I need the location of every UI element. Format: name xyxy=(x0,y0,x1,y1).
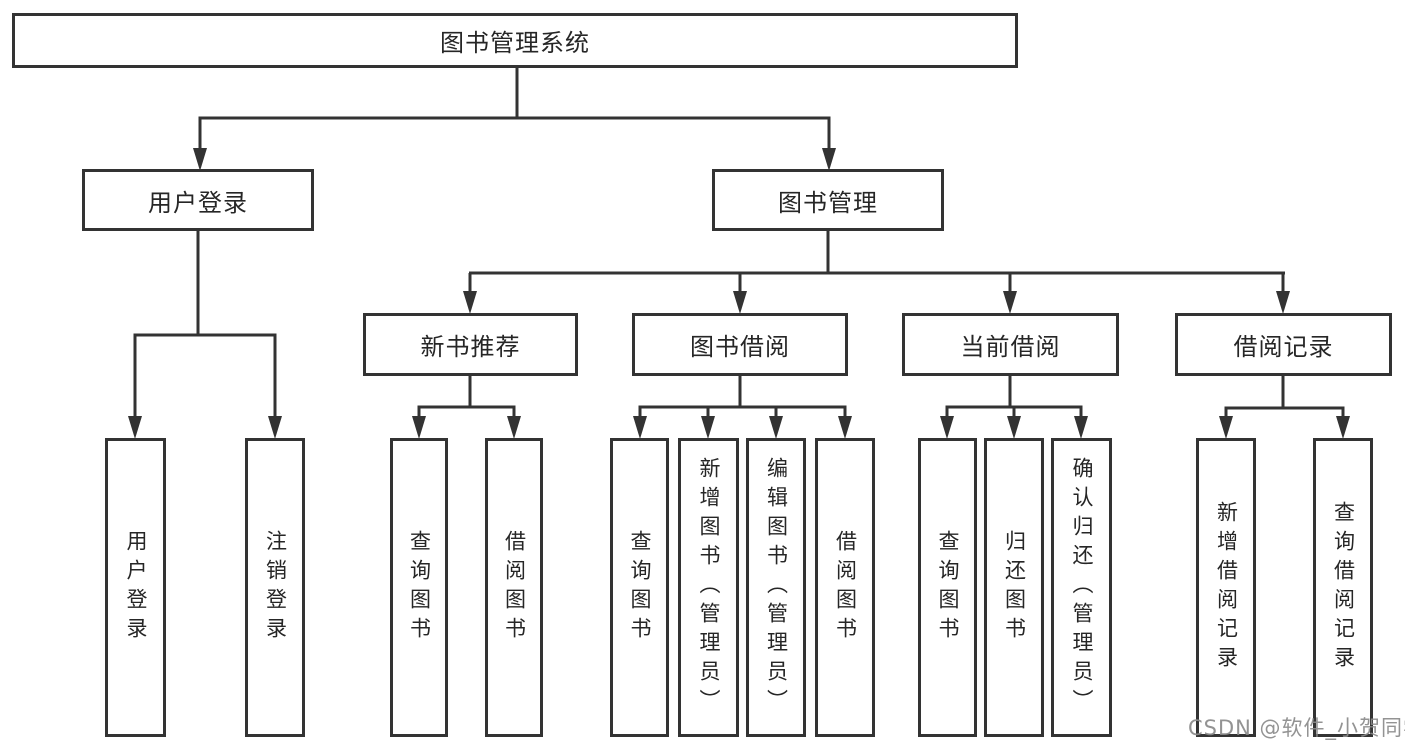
node-new-book-recommend: 新书推荐 xyxy=(363,313,578,376)
leaf-nbr-borrow-book-label: 借阅图书 xyxy=(502,529,527,646)
edges-new-book-recommend xyxy=(412,374,521,439)
node-current-borrow: 当前借阅 xyxy=(902,313,1119,376)
leaf-logout: 注销登录 xyxy=(245,438,305,737)
leaf-nbr-borrow-book: 借阅图书 xyxy=(485,438,543,737)
leaf-user-login: 用户登录 xyxy=(105,438,166,737)
node-current-borrow-label: 当前借阅 xyxy=(960,333,1061,361)
edges-book-management xyxy=(463,231,1290,314)
node-root-label: 图书管理系统 xyxy=(440,29,590,57)
leaf-bb-edit-book-label: 编辑图书（管理员） xyxy=(764,457,789,718)
leaf-bb-query-book-label: 查询图书 xyxy=(628,529,652,646)
leaf-bb-add-book-label: 新增图书（管理员） xyxy=(697,457,721,718)
edges-current-borrow xyxy=(940,376,1088,439)
edges-borrow-records xyxy=(1219,376,1350,439)
leaf-bb-borrow-book: 借阅图书 xyxy=(815,438,875,737)
leaf-bb-edit-book: 编辑图书（管理员） xyxy=(746,438,806,737)
leaf-cb-confirm-return: 确认归还（管理员） xyxy=(1051,438,1112,737)
leaf-cb-confirm-return-label: 确认归还（管理员） xyxy=(1070,457,1094,718)
leaf-cb-query-book-label: 查询图书 xyxy=(936,529,960,646)
leaf-nbr-query-book-label: 查询图书 xyxy=(407,529,432,646)
leaf-nbr-query-book: 查询图书 xyxy=(390,438,448,737)
node-new-book-recommend-label: 新书推荐 xyxy=(420,333,521,361)
node-borrow-records: 借阅记录 xyxy=(1175,313,1392,376)
leaf-cb-query-book: 查询图书 xyxy=(918,438,977,737)
leaf-br-add-record: 新增借阅记录 xyxy=(1196,438,1256,737)
edges-user-login xyxy=(128,231,282,439)
leaf-logout-label: 注销登录 xyxy=(263,529,288,646)
node-book-management: 图书管理 xyxy=(712,169,944,231)
node-borrow-records-label: 借阅记录 xyxy=(1233,333,1334,361)
node-book-borrow: 图书借阅 xyxy=(632,313,848,376)
node-book-management-label: 图书管理 xyxy=(778,188,878,217)
leaf-cb-return-book-label: 归还图书 xyxy=(1002,529,1027,646)
edges-root xyxy=(193,68,836,171)
csdn-watermark: CSDN @软件_小贺同学 xyxy=(1188,716,1405,740)
leaf-cb-return-book: 归还图书 xyxy=(984,438,1044,737)
node-user-login-label: 用户登录 xyxy=(148,188,248,217)
node-book-borrow-label: 图书借阅 xyxy=(690,333,790,361)
leaf-bb-query-book: 查询图书 xyxy=(610,438,669,737)
edges-book-borrow xyxy=(633,376,852,439)
leaf-bb-borrow-book-label: 借阅图书 xyxy=(833,529,858,646)
leaf-br-query-record: 查询借阅记录 xyxy=(1313,438,1373,737)
leaf-user-login-label: 用户登录 xyxy=(124,529,148,646)
leaf-br-query-record-label: 查询借阅记录 xyxy=(1331,500,1356,675)
leaf-bb-add-book: 新增图书（管理员） xyxy=(678,438,739,737)
node-root: 图书管理系统 xyxy=(12,13,1018,68)
leaf-br-add-record-label: 新增借阅记录 xyxy=(1214,500,1239,675)
node-user-login: 用户登录 xyxy=(82,169,314,231)
